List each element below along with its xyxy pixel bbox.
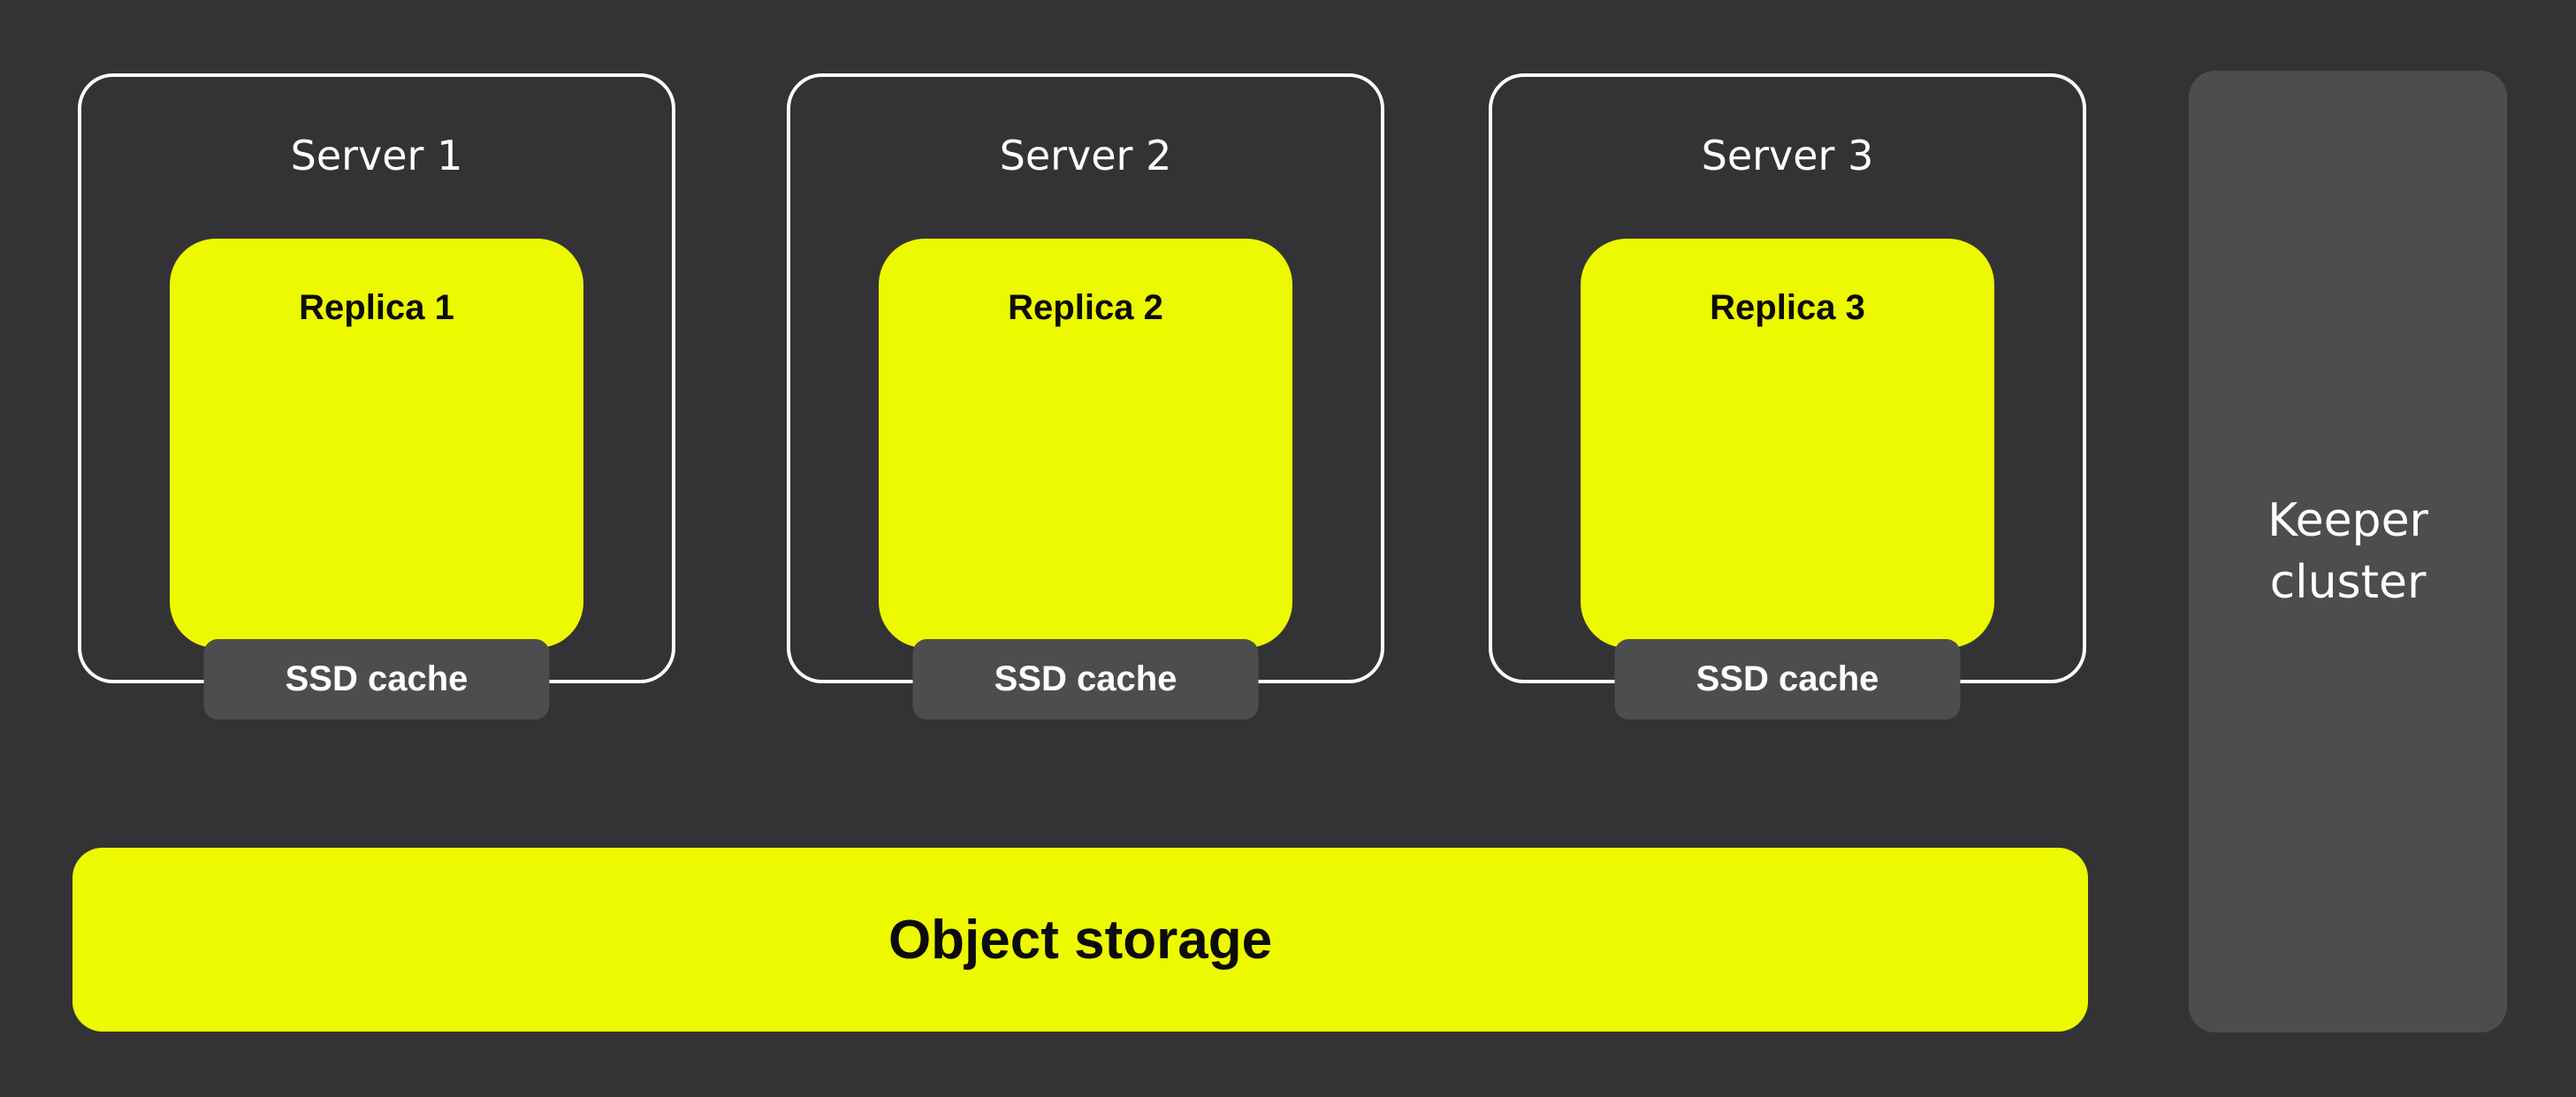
keeper-cluster-box: Keeper cluster bbox=[2189, 71, 2507, 1032]
server-2-box: Server 2 Replica 2 SSD cache bbox=[787, 73, 1384, 720]
server-2-ssd-cache-chip: SSD cache bbox=[912, 639, 1259, 720]
replica-1-label: Replica 1 bbox=[299, 288, 454, 327]
server-1-ssd-cache-chip: SSD cache bbox=[203, 639, 550, 720]
replica-3-box: Replica 3 bbox=[1581, 239, 1994, 648]
server-3-title: Server 3 bbox=[1701, 132, 1874, 179]
object-storage-bar: Object storage bbox=[72, 848, 2088, 1032]
replica-1-box: Replica 1 bbox=[170, 239, 583, 648]
server-2-title: Server 2 bbox=[999, 132, 1172, 179]
server-3-ssd-cache-label: SSD cache bbox=[1696, 659, 1879, 698]
server-2-ssd-cache-label: SSD cache bbox=[994, 659, 1177, 698]
object-storage-label: Object storage bbox=[888, 909, 1273, 971]
replica-3-label: Replica 3 bbox=[1710, 288, 1865, 327]
keeper-cluster-label: Keeper cluster bbox=[2267, 493, 2428, 609]
server-3-ssd-cache-chip: SSD cache bbox=[1614, 639, 1961, 720]
server-1-ssd-cache-label: SSD cache bbox=[285, 659, 469, 698]
replica-2-label: Replica 2 bbox=[1008, 288, 1163, 327]
server-1-box: Server 1 Replica 1 SSD cache bbox=[78, 73, 675, 720]
replica-2-box: Replica 2 bbox=[879, 239, 1292, 648]
server-3-box: Server 3 Replica 3 SSD cache bbox=[1489, 73, 2086, 720]
server-1-title: Server 1 bbox=[290, 132, 463, 179]
